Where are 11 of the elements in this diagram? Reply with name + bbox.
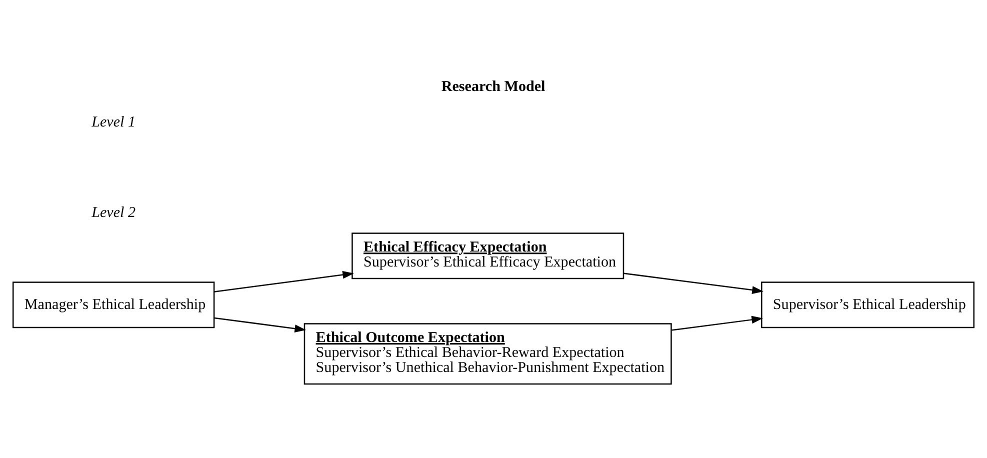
arrow: [214, 316, 306, 332]
diagram-title: Research Model: [441, 78, 546, 94]
label: Level 2: [92, 204, 136, 221]
arrow: [672, 315, 764, 330]
node-box: Manager’s Ethical Leadership: [12, 281, 215, 328]
arrow: [624, 272, 764, 294]
node-box: Supervisor’s Ethical Leadership: [761, 281, 975, 328]
node-box: Ethical Outcome Expectation Supervisor’s Ethical Behavior-Reward Expectation Supervisor’s Unethical Behavior-Punishment Expectation: [304, 322, 672, 384]
node-box: Ethical Efficacy Expectation Supervisor’s Ethical Efficacy Expectation: [352, 232, 624, 279]
label: Level 1: [92, 114, 136, 130]
arrow: [214, 270, 354, 292]
